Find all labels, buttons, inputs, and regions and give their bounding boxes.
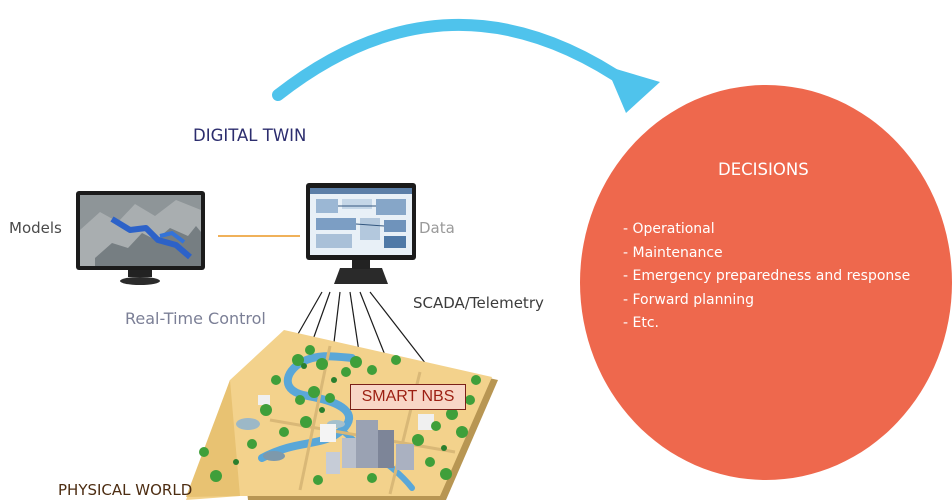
curved-arrow [272, 18, 660, 113]
decision-item-operational: - Operational [623, 221, 715, 237]
decisions-list: - Operational - Maintenance - Emergency … [623, 218, 910, 336]
decision-item-forward-planning: - Forward planning [623, 291, 755, 308]
decision-item-maintenance: - Maintenance [623, 244, 723, 261]
models-label: Models [9, 219, 62, 237]
decision-item-emergency: - Emergency preparedness and response [623, 268, 911, 284]
physical-world-label: PHYSICAL WORLD [58, 481, 193, 499]
smart-nbs-label: SMART NBS [361, 388, 455, 405]
decisions-circle [580, 85, 952, 480]
scada-monitor-icon [306, 183, 416, 284]
digital-twin-title: DIGITAL TWIN [193, 126, 307, 145]
smart-nbs-badge: SMART NBS [350, 384, 466, 410]
data-label: Data [419, 219, 455, 237]
models-monitor-icon [76, 191, 205, 285]
decision-item-etc: - Etc. [623, 315, 659, 331]
real-time-control-label: Real-Time Control [125, 309, 266, 328]
decisions-title: DECISIONS [718, 160, 809, 179]
city-map-illustration [186, 330, 498, 500]
scada-telemetry-label: SCADA/Telemetry [413, 294, 544, 312]
